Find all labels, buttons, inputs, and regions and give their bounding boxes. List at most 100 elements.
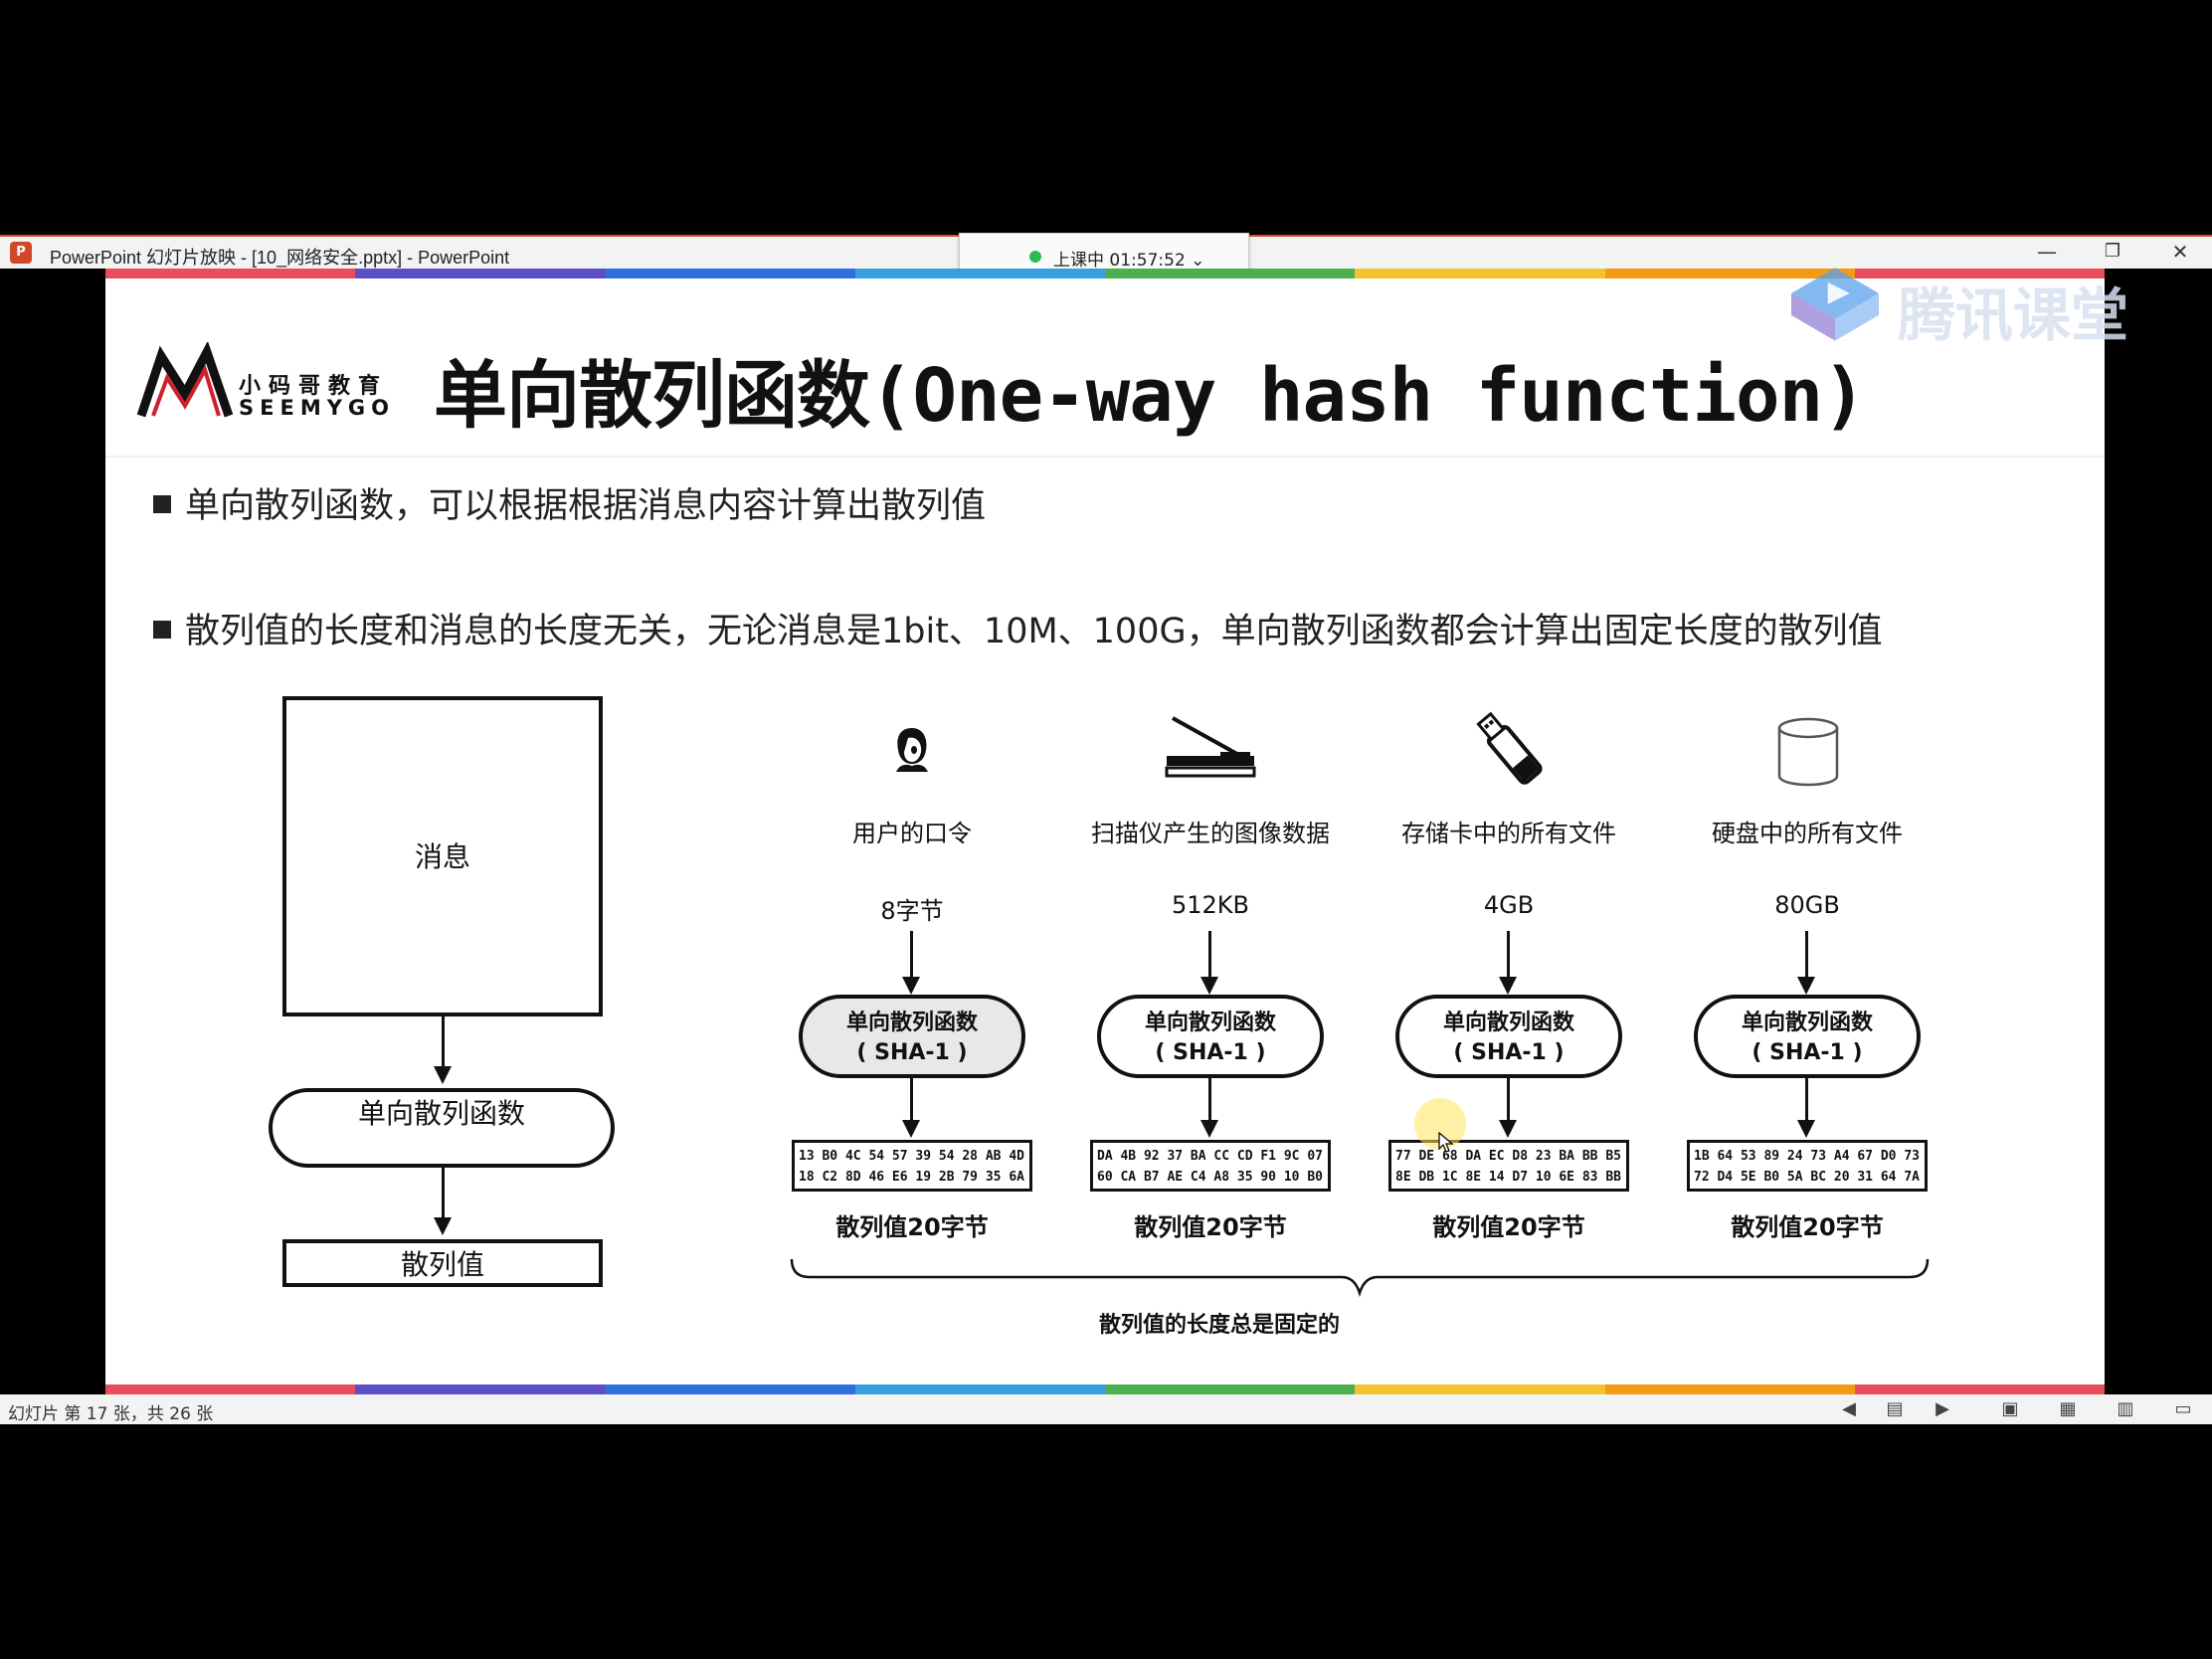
hash-hex-line: DA 4B 92 37 BA CC CD F1 9C 07 xyxy=(1097,1149,1323,1164)
status-bar: 幻灯片 第 17 张，共 26 张 ◀ ▤ ▶ ▣ ▦ ▥ ▭ xyxy=(0,1394,2212,1424)
hash-hex-line: 1B 64 53 89 24 73 A4 67 D0 73 xyxy=(1694,1149,1920,1164)
bullet-1: 单向散列函数，可以根据根据消息内容计算出散列值 xyxy=(153,477,986,528)
top-rainbow-bar xyxy=(105,269,2105,278)
slide-counter: 幻灯片 第 17 张，共 26 张 xyxy=(8,1404,214,1424)
flow-arrow-down-icon xyxy=(434,1066,452,1084)
sha1-label: 单向散列函数 xyxy=(1144,1011,1276,1035)
slideshow-view-icon[interactable]: ▭ xyxy=(2174,1398,2192,1419)
mouse-cursor-icon xyxy=(1438,1132,1454,1153)
source-size: 4GB xyxy=(1483,891,1535,919)
rainbow-segment xyxy=(355,269,606,278)
hash-value-box: 散列值 xyxy=(282,1239,603,1287)
logo-text-cn: 小码哥教育 xyxy=(239,374,389,399)
flow-arrow-down-icon xyxy=(1797,1120,1815,1138)
bullet-2-text: 散列值的长度和消息的长度无关，无论消息是1bit、10M、100G，单向散列函数… xyxy=(185,612,1883,651)
live-indicator-icon xyxy=(1029,251,1041,263)
normal-view-icon[interactable]: ▣ xyxy=(2001,1398,2019,1419)
brace-caption: 散列值的长度总是固定的 xyxy=(1098,1313,1340,1338)
rainbow-segment xyxy=(105,1384,356,1394)
sha1-function-node: 单向散列函数 ( SHA-1 ) xyxy=(1097,995,1324,1078)
hash-hex-line: 72 D4 5E B0 5A BC 20 31 64 7A xyxy=(1694,1170,1920,1185)
flow-arrow-line xyxy=(1805,931,1808,981)
slide: 小码哥教育 SEEMYGO 单向散列函数(One-way hash functi… xyxy=(105,269,2105,1394)
sha1-sub-label: ( SHA-1 ) xyxy=(1751,1040,1863,1065)
bracket-brace-icon xyxy=(790,1258,1930,1297)
rainbow-segment xyxy=(1355,269,1605,278)
hash-length-caption: 散列值20字节 xyxy=(835,1213,989,1241)
rainbow-segment xyxy=(1604,1384,1855,1394)
hash-hex-line: 13 B0 4C 54 57 39 54 28 AB 4D xyxy=(799,1149,1024,1164)
rainbow-segment xyxy=(1854,1384,2105,1394)
watermark-text: 腾讯课堂 xyxy=(1898,281,2129,349)
flow-arrow-line xyxy=(910,931,913,981)
flow-arrow-line xyxy=(910,1078,913,1124)
source-size: 512KB xyxy=(1171,891,1249,919)
window-title: PowerPoint 幻灯片放映 - [10_网络安全.pptx] - Powe… xyxy=(50,248,510,268)
rainbow-segment xyxy=(854,269,1105,278)
rainbow-segment xyxy=(605,269,855,278)
flow-arrow-down-icon xyxy=(902,1120,920,1138)
rainbow-segment xyxy=(1854,269,2105,278)
disk-icon xyxy=(1775,716,1841,792)
message-label: 消息 xyxy=(414,840,470,873)
bullet-square-icon xyxy=(153,495,171,513)
source-column: 硬盘中的所有文件 80GB 单向散列函数 ( SHA-1 ) 1B 64 53 89 2… xyxy=(1658,269,1956,1394)
bottom-rainbow-bar xyxy=(105,1384,2105,1394)
hash-hex-box: 1B 64 53 89 24 73 A4 67 D0 73 72 D4 5E B0… xyxy=(1687,1140,1928,1192)
source-label: 硬盘中的所有文件 xyxy=(1712,820,1903,847)
sha1-label: 单向散列函数 xyxy=(1442,1011,1574,1035)
bullet-1-text: 单向散列函数，可以根据根据消息内容计算出散列值 xyxy=(185,486,987,526)
rainbow-segment xyxy=(1105,1384,1356,1394)
rainbow-segment xyxy=(1604,269,1855,278)
slide-title: 单向散列函数(One-way hash function) xyxy=(434,353,1867,439)
hash-hex-line: 60 CA B7 AE C4 A8 35 90 10 B0 xyxy=(1097,1170,1323,1185)
sha1-function-node: 单向散列函数 ( SHA-1 ) xyxy=(799,995,1025,1078)
sha1-sub-label: ( SHA-1 ) xyxy=(856,1040,968,1065)
flow-arrow-down-icon xyxy=(1200,977,1218,995)
logo-text-en: SEEMYGO xyxy=(239,396,396,420)
bullet-2: 散列值的长度和消息的长度无关，无论消息是1bit、10M、100G，单向散列函数… xyxy=(153,603,1883,653)
source-size: 80GB xyxy=(1774,891,1840,919)
message-box: 消息 xyxy=(282,696,603,1016)
hash-length-caption: 散列值20字节 xyxy=(1134,1213,1287,1241)
title-divider xyxy=(105,456,2105,458)
previous-slide-icon[interactable]: ◀ xyxy=(1842,1398,1856,1419)
bullet-square-icon xyxy=(153,621,171,639)
flow-arrow-line xyxy=(1805,1078,1808,1124)
source-size: 8字节 xyxy=(880,897,944,925)
close-button[interactable]: ✕ xyxy=(2171,240,2189,264)
next-slide-icon[interactable]: ▶ xyxy=(1936,1398,1949,1419)
flow-arrow-down-icon xyxy=(1200,1120,1218,1138)
hash-hex-line: 18 C2 8D 46 E6 19 2B 79 35 6A xyxy=(799,1170,1024,1185)
tencent-classroom-logo-icon xyxy=(1791,268,1879,341)
flow-arrow-down-icon xyxy=(1499,1120,1517,1138)
sha1-function-node: 单向散列函数 ( SHA-1 ) xyxy=(1694,995,1921,1078)
reading-view-icon[interactable]: ▥ xyxy=(2117,1398,2134,1419)
restore-button[interactable]: ❐ xyxy=(2104,241,2121,262)
hash-hex-box: 13 B0 4C 54 57 39 54 28 AB 4D 18 C2 8D 46… xyxy=(792,1140,1032,1192)
flow-arrow-down-icon xyxy=(902,977,920,995)
rainbow-segment xyxy=(105,269,356,278)
source-label: 存储卡中的所有文件 xyxy=(1401,820,1616,847)
flow-arrow-line xyxy=(1208,931,1211,981)
rainbow-segment xyxy=(1355,1384,1605,1394)
minimize-button[interactable]: — xyxy=(2037,240,2057,264)
sha1-label: 单向散列函数 xyxy=(1741,1011,1873,1035)
rainbow-segment xyxy=(605,1384,855,1394)
rainbow-segment xyxy=(355,1384,606,1394)
sha1-label: 单向散列函数 xyxy=(845,1011,978,1035)
live-status-text: 上课中 01:57:52 ⌄ xyxy=(1053,251,1205,271)
seemygo-logo-icon xyxy=(136,342,234,418)
hash-length-caption: 散列值20字节 xyxy=(1432,1213,1585,1241)
sha1-sub-label: ( SHA-1 ) xyxy=(1155,1040,1266,1065)
flow-arrow-down-icon xyxy=(434,1217,452,1235)
slide-sorter-icon[interactable]: ▦ xyxy=(2059,1398,2077,1419)
hash-function-node: 单向散列函数 xyxy=(269,1088,615,1168)
slide-menu-icon[interactable]: ▤ xyxy=(1886,1398,1904,1419)
flow-arrow-line xyxy=(1208,1078,1211,1124)
scanner-icon xyxy=(1163,712,1258,786)
